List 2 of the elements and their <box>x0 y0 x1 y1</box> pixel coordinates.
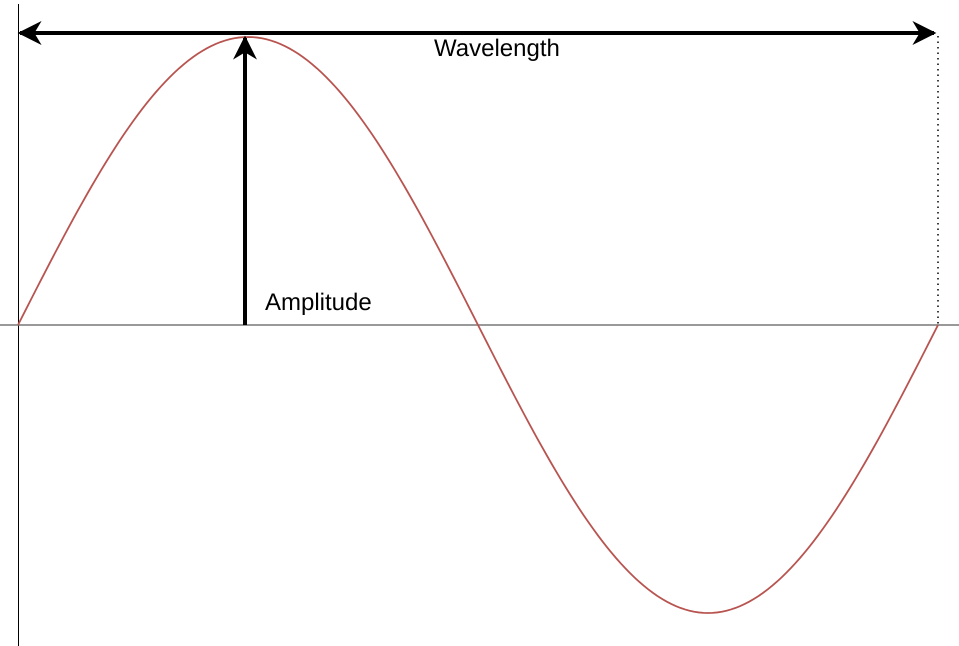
dimension-label: Wavelength <box>434 36 560 62</box>
dimension-label: Amplitude <box>265 290 372 316</box>
